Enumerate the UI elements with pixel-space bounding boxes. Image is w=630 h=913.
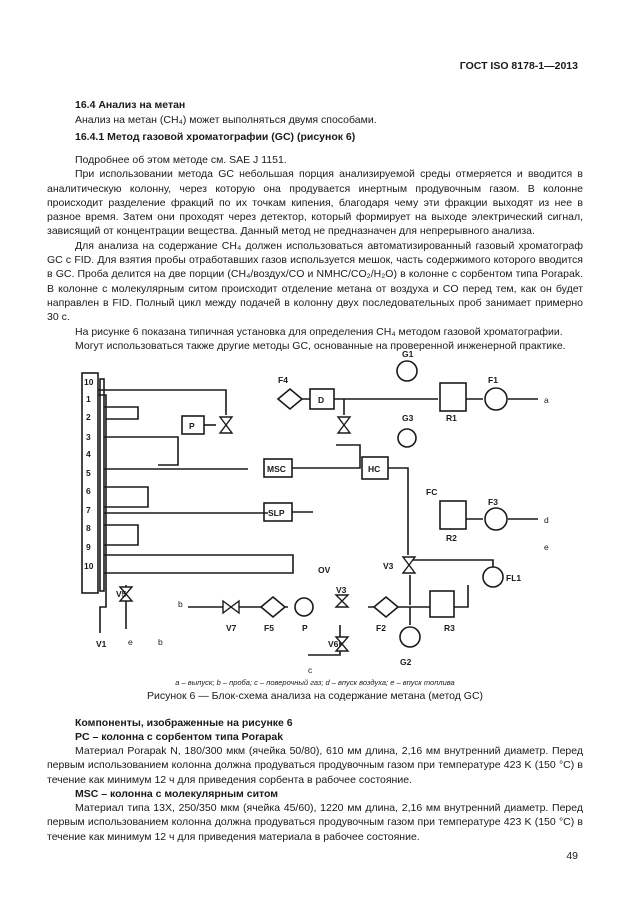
paragraph-figure-ref: На рисунке 6 показана типичная установка… bbox=[75, 325, 563, 338]
component-label: G2 bbox=[400, 657, 412, 667]
paragraph-ref: Подробнее об этом методе см. SAE J 1151. bbox=[75, 154, 287, 166]
component-label: R2 bbox=[446, 533, 457, 543]
block-label: P bbox=[189, 421, 195, 431]
block-label: HC bbox=[368, 464, 380, 474]
page-number: 49 bbox=[566, 850, 578, 862]
component-label: F1 bbox=[488, 375, 498, 385]
port-number: 4 bbox=[86, 449, 91, 459]
msc-title: MSC – колонна с молекулярным ситом bbox=[75, 788, 279, 800]
block-label: MSC bbox=[267, 464, 286, 474]
component-label: V1 bbox=[96, 639, 107, 649]
component-label: V6 bbox=[328, 639, 339, 649]
flow-letter: c bbox=[308, 665, 313, 675]
flow-letter: e bbox=[544, 542, 549, 552]
component-label: F5 bbox=[264, 623, 274, 633]
component-label: F4 bbox=[278, 375, 288, 385]
flow-letter: d bbox=[544, 515, 549, 525]
pc-title: PC – колонна с сорбентом типа Porapak bbox=[75, 731, 284, 743]
block-label: FC bbox=[426, 487, 437, 497]
running-header: ГОСТ ISO 8178-1—2013 bbox=[459, 60, 578, 72]
component-label: F2 bbox=[376, 623, 386, 633]
port-number: 7 bbox=[86, 505, 91, 515]
component-label: V5 bbox=[116, 589, 127, 599]
section-title: 16.4 Анализ на метан bbox=[75, 99, 186, 111]
component-label: V3 bbox=[383, 561, 394, 571]
port-number: 1 bbox=[86, 394, 91, 404]
component-label: G3 bbox=[402, 413, 414, 423]
port-number: 8 bbox=[86, 523, 91, 533]
figure-legend: a – выпуск; b – проба; c – поверочный га… bbox=[175, 678, 455, 687]
component-label: G1 bbox=[402, 349, 414, 359]
component-label: V3 bbox=[336, 585, 347, 595]
pc-description: Материал Porapak N, 180/300 мкм (ячейка … bbox=[47, 745, 583, 786]
component-label: P bbox=[302, 623, 308, 633]
paragraph-other-methods: Могут использоваться также другие методы… bbox=[75, 339, 566, 352]
flow-letter: b bbox=[178, 599, 183, 609]
component-label: R1 bbox=[446, 413, 457, 423]
port-number: 6 bbox=[86, 486, 91, 496]
component-label: OV bbox=[318, 565, 331, 575]
port-number: 5 bbox=[86, 468, 91, 478]
figure-caption: Рисунок 6 — Блок-схема анализа на содерж… bbox=[146, 690, 484, 702]
port-number: 10 bbox=[84, 377, 94, 387]
block-label: SLP bbox=[268, 508, 285, 518]
component-label: V7 bbox=[226, 623, 237, 633]
valve-block bbox=[81, 372, 99, 594]
component-label: R3 bbox=[444, 623, 455, 633]
port-number: 2 bbox=[86, 412, 91, 422]
port-number: 10 bbox=[84, 561, 94, 571]
flow-letter: e bbox=[128, 637, 133, 647]
component-label: F3 bbox=[488, 497, 498, 507]
body-text: Подробнее об этом методе см. SAE J 1151.… bbox=[47, 153, 583, 353]
port-number: 9 bbox=[86, 542, 91, 552]
flow-letter: a bbox=[544, 395, 549, 405]
paragraph-gc-method: При использовании метода GC небольшая по… bbox=[47, 168, 583, 238]
msc-description: Материал типа 13X, 250/350 мкм (ячейка 4… bbox=[47, 802, 583, 843]
components-title: Компоненты, изображенные на рисунке 6 bbox=[75, 717, 293, 729]
subsection-title: 16.4.1 Метод газовой хроматографии (GC) … bbox=[75, 131, 356, 143]
port-number: 3 bbox=[86, 432, 91, 442]
component-label: FL1 bbox=[506, 573, 521, 583]
intro-text: Анализ на метан (CH₄) может выполняться … bbox=[75, 114, 377, 126]
paragraph-ch4-analysis: Для анализа на содержание CH₄ должен исп… bbox=[47, 239, 583, 324]
block-label: D bbox=[318, 395, 324, 405]
flow-letter: b bbox=[158, 637, 163, 647]
